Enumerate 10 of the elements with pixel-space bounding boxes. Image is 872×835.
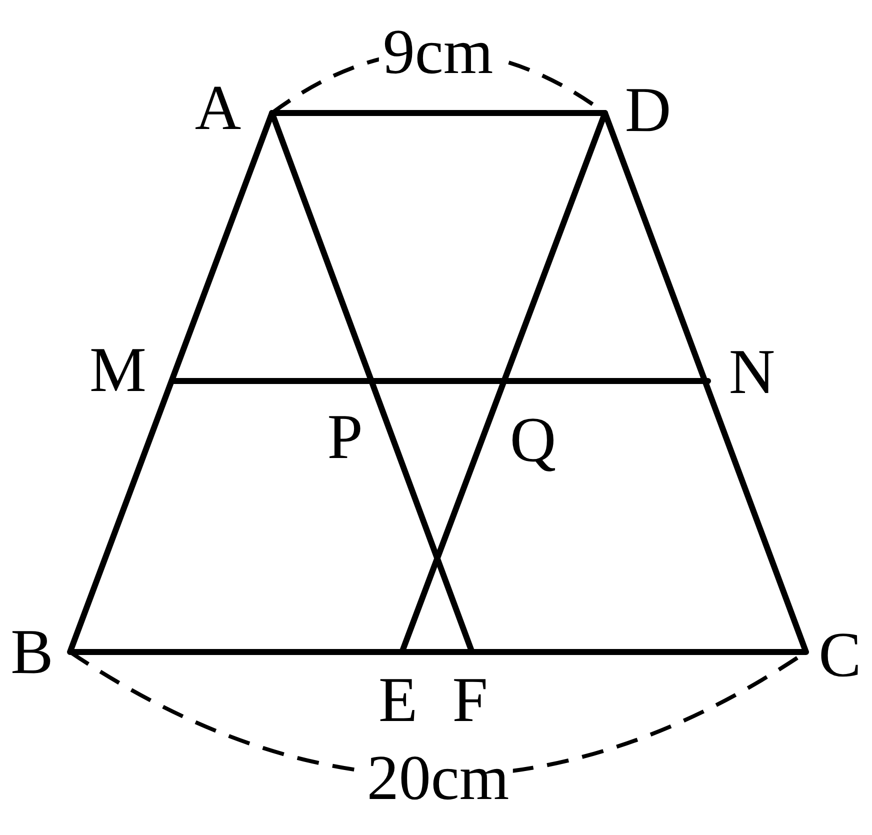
point-label: Q: [510, 408, 556, 472]
point-label: A: [194, 76, 242, 140]
point-label: N: [728, 340, 776, 404]
point-label: P: [327, 405, 363, 469]
point-label: E: [378, 668, 418, 732]
point-label: D: [624, 78, 672, 142]
point-label: B: [10, 620, 54, 684]
point-label: M: [90, 338, 146, 402]
point-label: F: [452, 668, 488, 732]
point-label: C: [818, 623, 862, 687]
